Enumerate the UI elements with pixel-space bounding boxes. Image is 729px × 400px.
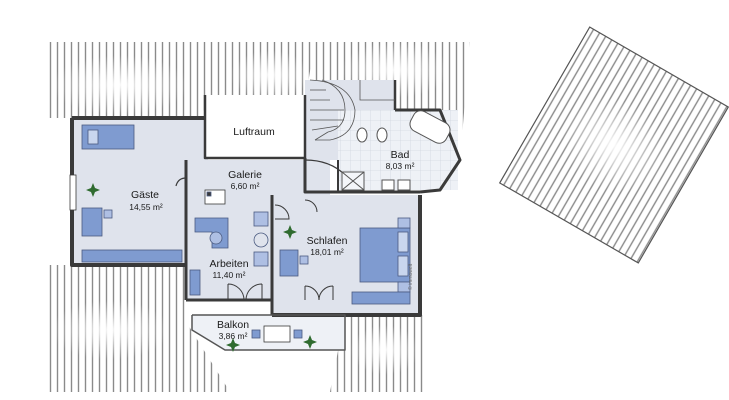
plant-icon	[86, 183, 100, 197]
roof-area	[47, 42, 470, 392]
guest-furniture	[69, 124, 183, 263]
roof-shine	[50, 300, 170, 360]
room-area-galerie: 6,60 m²	[231, 181, 260, 191]
printer-tray	[206, 191, 212, 197]
armchair	[253, 211, 269, 227]
pillow	[87, 129, 99, 145]
plant-icon	[226, 338, 240, 352]
room-name-schlafen: Schlafen	[307, 235, 348, 247]
chair	[293, 329, 303, 339]
wardrobe	[351, 291, 411, 305]
roof-shine	[50, 55, 190, 115]
room-area-gaeste: 14,55 m²	[129, 202, 163, 212]
roof-shine	[350, 325, 420, 375]
balcony-furniture	[251, 325, 303, 343]
walls	[70, 80, 462, 351]
chair	[251, 329, 261, 339]
room-area-schlafen: 18,01 m²	[310, 247, 344, 257]
toilet	[356, 127, 368, 143]
bathtub	[409, 110, 451, 144]
chair	[299, 255, 309, 265]
plant-icon	[303, 335, 317, 349]
office-chair	[209, 231, 223, 245]
plants	[86, 183, 317, 352]
room-area-balkon: 3,86 m²	[219, 331, 248, 341]
room-name-bad: Bad	[391, 149, 410, 161]
washbasin	[381, 179, 395, 191]
staircase	[309, 79, 395, 141]
window	[69, 174, 77, 211]
room-name-arbeiten: Arbeiten	[209, 258, 248, 270]
room-name-luftraum: Luftraum	[233, 126, 275, 138]
room-area-bad: 8,03 m²	[386, 161, 415, 171]
room-name-gaeste: Gäste	[131, 189, 159, 201]
table	[263, 325, 291, 343]
room-labels: Gäste 14,55 m² Luftraum Galerie 6,60 m² …	[129, 126, 414, 341]
washbasin	[397, 179, 411, 191]
doors	[227, 199, 334, 301]
side-table	[253, 232, 269, 248]
bathroom-fixtures	[341, 110, 451, 191]
desk	[81, 207, 103, 237]
bedroom-furniture	[279, 217, 411, 305]
plant-icon	[283, 225, 297, 239]
room-area-arbeiten: 11,40 m²	[213, 270, 246, 280]
desk	[279, 249, 299, 277]
cabinet	[81, 249, 183, 263]
pillow	[397, 255, 409, 277]
watermark: © immowelt	[407, 263, 414, 290]
pillow	[397, 231, 409, 253]
bookshelf	[189, 269, 201, 296]
nightstand	[397, 217, 411, 229]
room-name-balkon: Balkon	[217, 319, 249, 331]
room-name-galerie: Galerie	[228, 169, 262, 181]
work-furniture	[189, 189, 269, 296]
chair	[103, 209, 113, 219]
bidet	[376, 127, 388, 143]
detached-roof	[498, 26, 729, 264]
armchair	[253, 251, 269, 267]
roof-shine	[230, 50, 310, 100]
